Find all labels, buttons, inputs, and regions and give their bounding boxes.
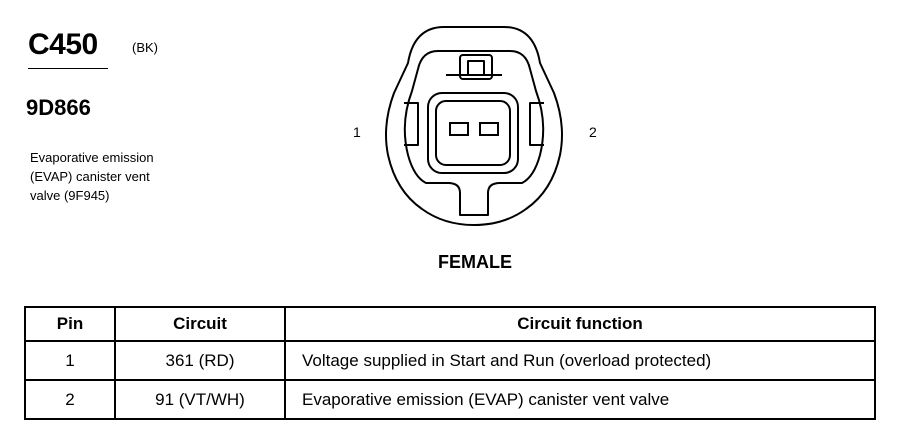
header-circuit-function: Circuit function [284,306,876,342]
connector-housing-outline [385,26,563,226]
circuit-cell: 361 (RD) [114,340,286,381]
header-pin: Pin [24,306,116,342]
connector-id-underline [28,68,108,69]
function-cell: Evaporative emission (EVAP) canister ven… [284,379,876,420]
description-line: valve (9F945) [30,188,110,203]
terminal-inner [435,100,511,166]
gender-label: FEMALE [438,252,512,272]
table-row: 1 361 (RD) Voltage supplied in Start and… [24,340,876,381]
table-row: 2 91 (VT/WH) Evaporative emission (EVAP)… [24,379,876,420]
connector-id: C450 [28,28,98,61]
pin-cell: 1 [24,340,116,381]
header-circuit: Circuit [114,306,286,342]
function-cell: Voltage supplied in Start and Run (overl… [284,340,876,381]
terminal-body [427,92,519,174]
description-line: Evaporative emission [30,150,154,165]
component-description: Evaporative emission (EVAP) canister ven… [30,148,230,205]
pin-table: Pin Circuit Circuit function 1 361 (RD) … [24,306,876,420]
latch-window [467,60,485,76]
right-rib [529,102,544,146]
left-rib [404,102,419,146]
pin-label-2: 2 [589,124,597,140]
description-line: (EVAP) canister vent [30,169,150,184]
pin-label-1: 1 [353,124,361,140]
part-number: 9D866 [26,95,91,120]
connector-face-drawing [385,26,563,226]
pin-cavity-2 [479,122,499,136]
connector-color: (BK) [132,40,158,55]
latch [459,54,493,80]
pin-cavity-1 [449,122,469,136]
connector-inner-outline [403,50,545,216]
table-header-row: Pin Circuit Circuit function [24,306,876,342]
pin-cell: 2 [24,379,116,420]
circuit-cell: 91 (VT/WH) [114,379,286,420]
